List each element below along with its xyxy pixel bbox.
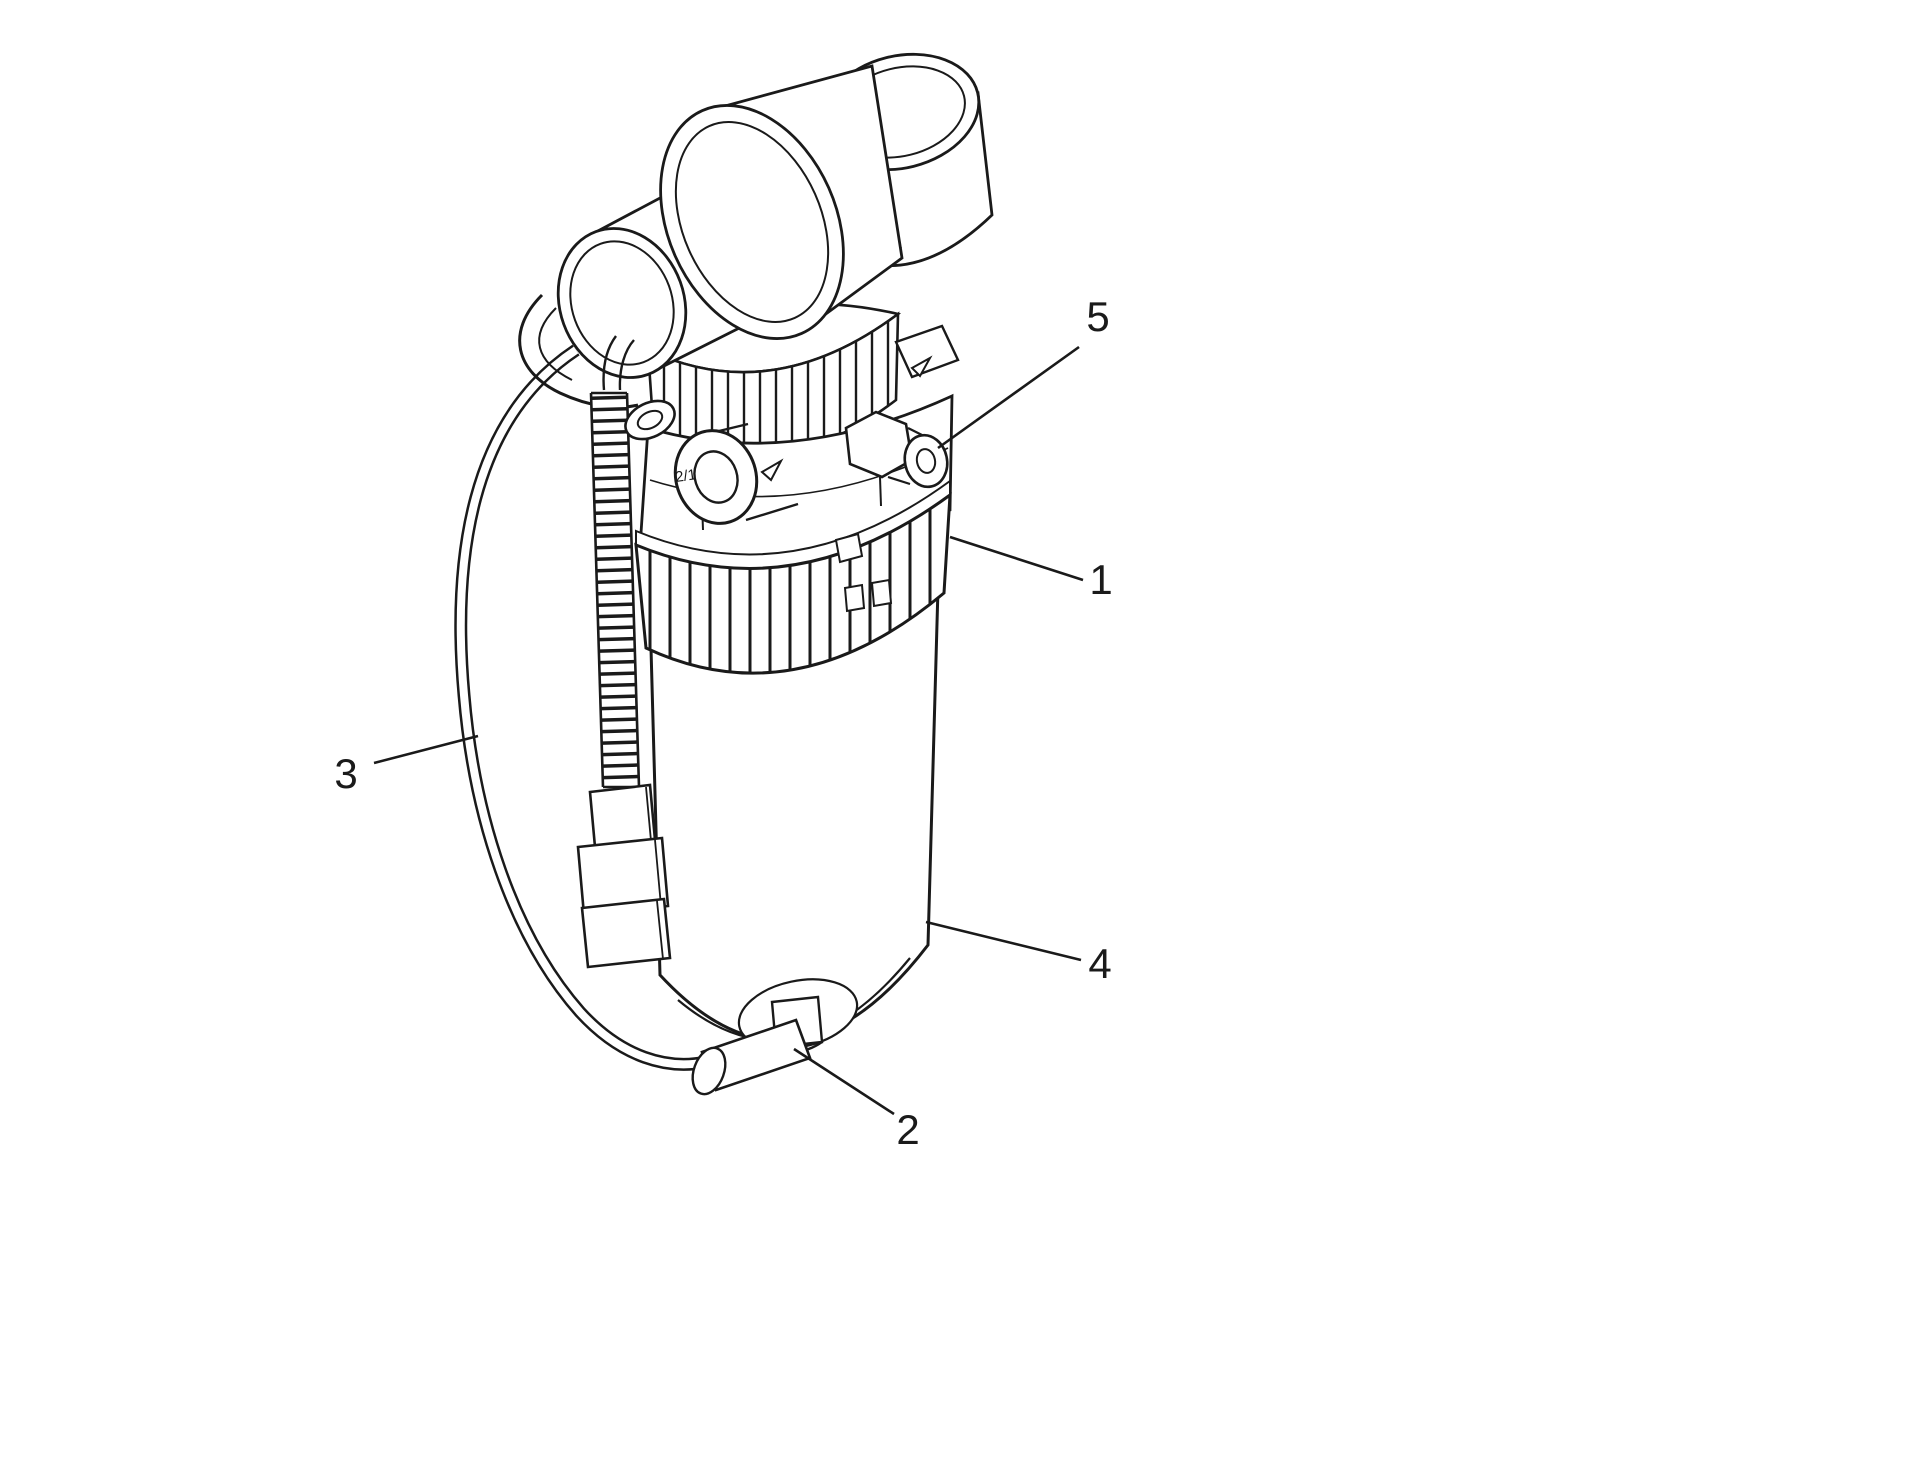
upper-port-face [894, 324, 960, 379]
connector-plug-edge [656, 900, 664, 960]
callout-3-label: 3 [334, 750, 357, 797]
fitting-bottom-line [887, 475, 911, 486]
callout-5-leader [937, 345, 1080, 450]
conduit-wire-left [602, 335, 617, 391]
head-embossed-mark: 2/1 [674, 466, 697, 486]
conduit-wire-right [618, 339, 635, 391]
callout-3-leader [373, 734, 479, 765]
callout-4-label: 4 [1088, 940, 1111, 987]
upper-right-port [894, 324, 960, 379]
callout-1-leader [949, 535, 1084, 582]
connector-mid-block [576, 836, 670, 917]
callout-2-leader [793, 1047, 895, 1116]
drain-valve [691, 995, 824, 1096]
callout-5: 5 [937, 293, 1110, 450]
left-inlet-port [673, 422, 799, 525]
right-outlet-fitting [844, 410, 949, 489]
fitting-bore [915, 448, 937, 474]
flow-arrow-icon [760, 458, 784, 482]
corrugated-conduit [589, 335, 641, 789]
callout-2-label: 2 [896, 1106, 919, 1153]
conduit-corrugation [591, 395, 639, 785]
conduit-right-edge [625, 392, 641, 788]
cover-front-lip-inner [674, 121, 830, 323]
conduit-left-edge [589, 392, 605, 788]
callout-4-leader [925, 920, 1082, 962]
motor-end-cap [556, 227, 688, 379]
callout-4: 4 [925, 920, 1112, 987]
port-bore [693, 450, 739, 504]
collar-tab [834, 532, 864, 564]
callout-5-label: 5 [1086, 293, 1109, 340]
collar-cutout-right [870, 578, 893, 608]
locking-collar [634, 479, 952, 675]
strap-inner-line [538, 307, 573, 381]
collar-cutout-left [843, 583, 866, 613]
motor-end-cap-rim [569, 240, 675, 366]
collar-ribbed-band [634, 491, 952, 675]
port-bottom-line [745, 502, 799, 522]
callout-1-label: 1 [1089, 556, 1112, 603]
electrical-connector [576, 783, 672, 969]
connector-top-block [588, 783, 657, 849]
flow-arrow-icon [910, 355, 933, 378]
head-cast-marks: 2/1 [674, 458, 784, 486]
eyelet-inner [636, 409, 664, 431]
connector-mid-edge [654, 839, 662, 907]
cable-eyelet [624, 399, 676, 441]
harness-loop-inner [456, 346, 707, 1069]
callout-2: 2 [793, 1047, 920, 1153]
connector-top-edge [645, 786, 652, 842]
callout-1: 1 [949, 535, 1113, 603]
sleeve-end-cap [691, 1046, 727, 1096]
wire-harness-loop [454, 344, 708, 1071]
pump-cover [659, 64, 904, 340]
callout-3: 3 [334, 734, 479, 797]
connector-plug-body [580, 897, 672, 969]
